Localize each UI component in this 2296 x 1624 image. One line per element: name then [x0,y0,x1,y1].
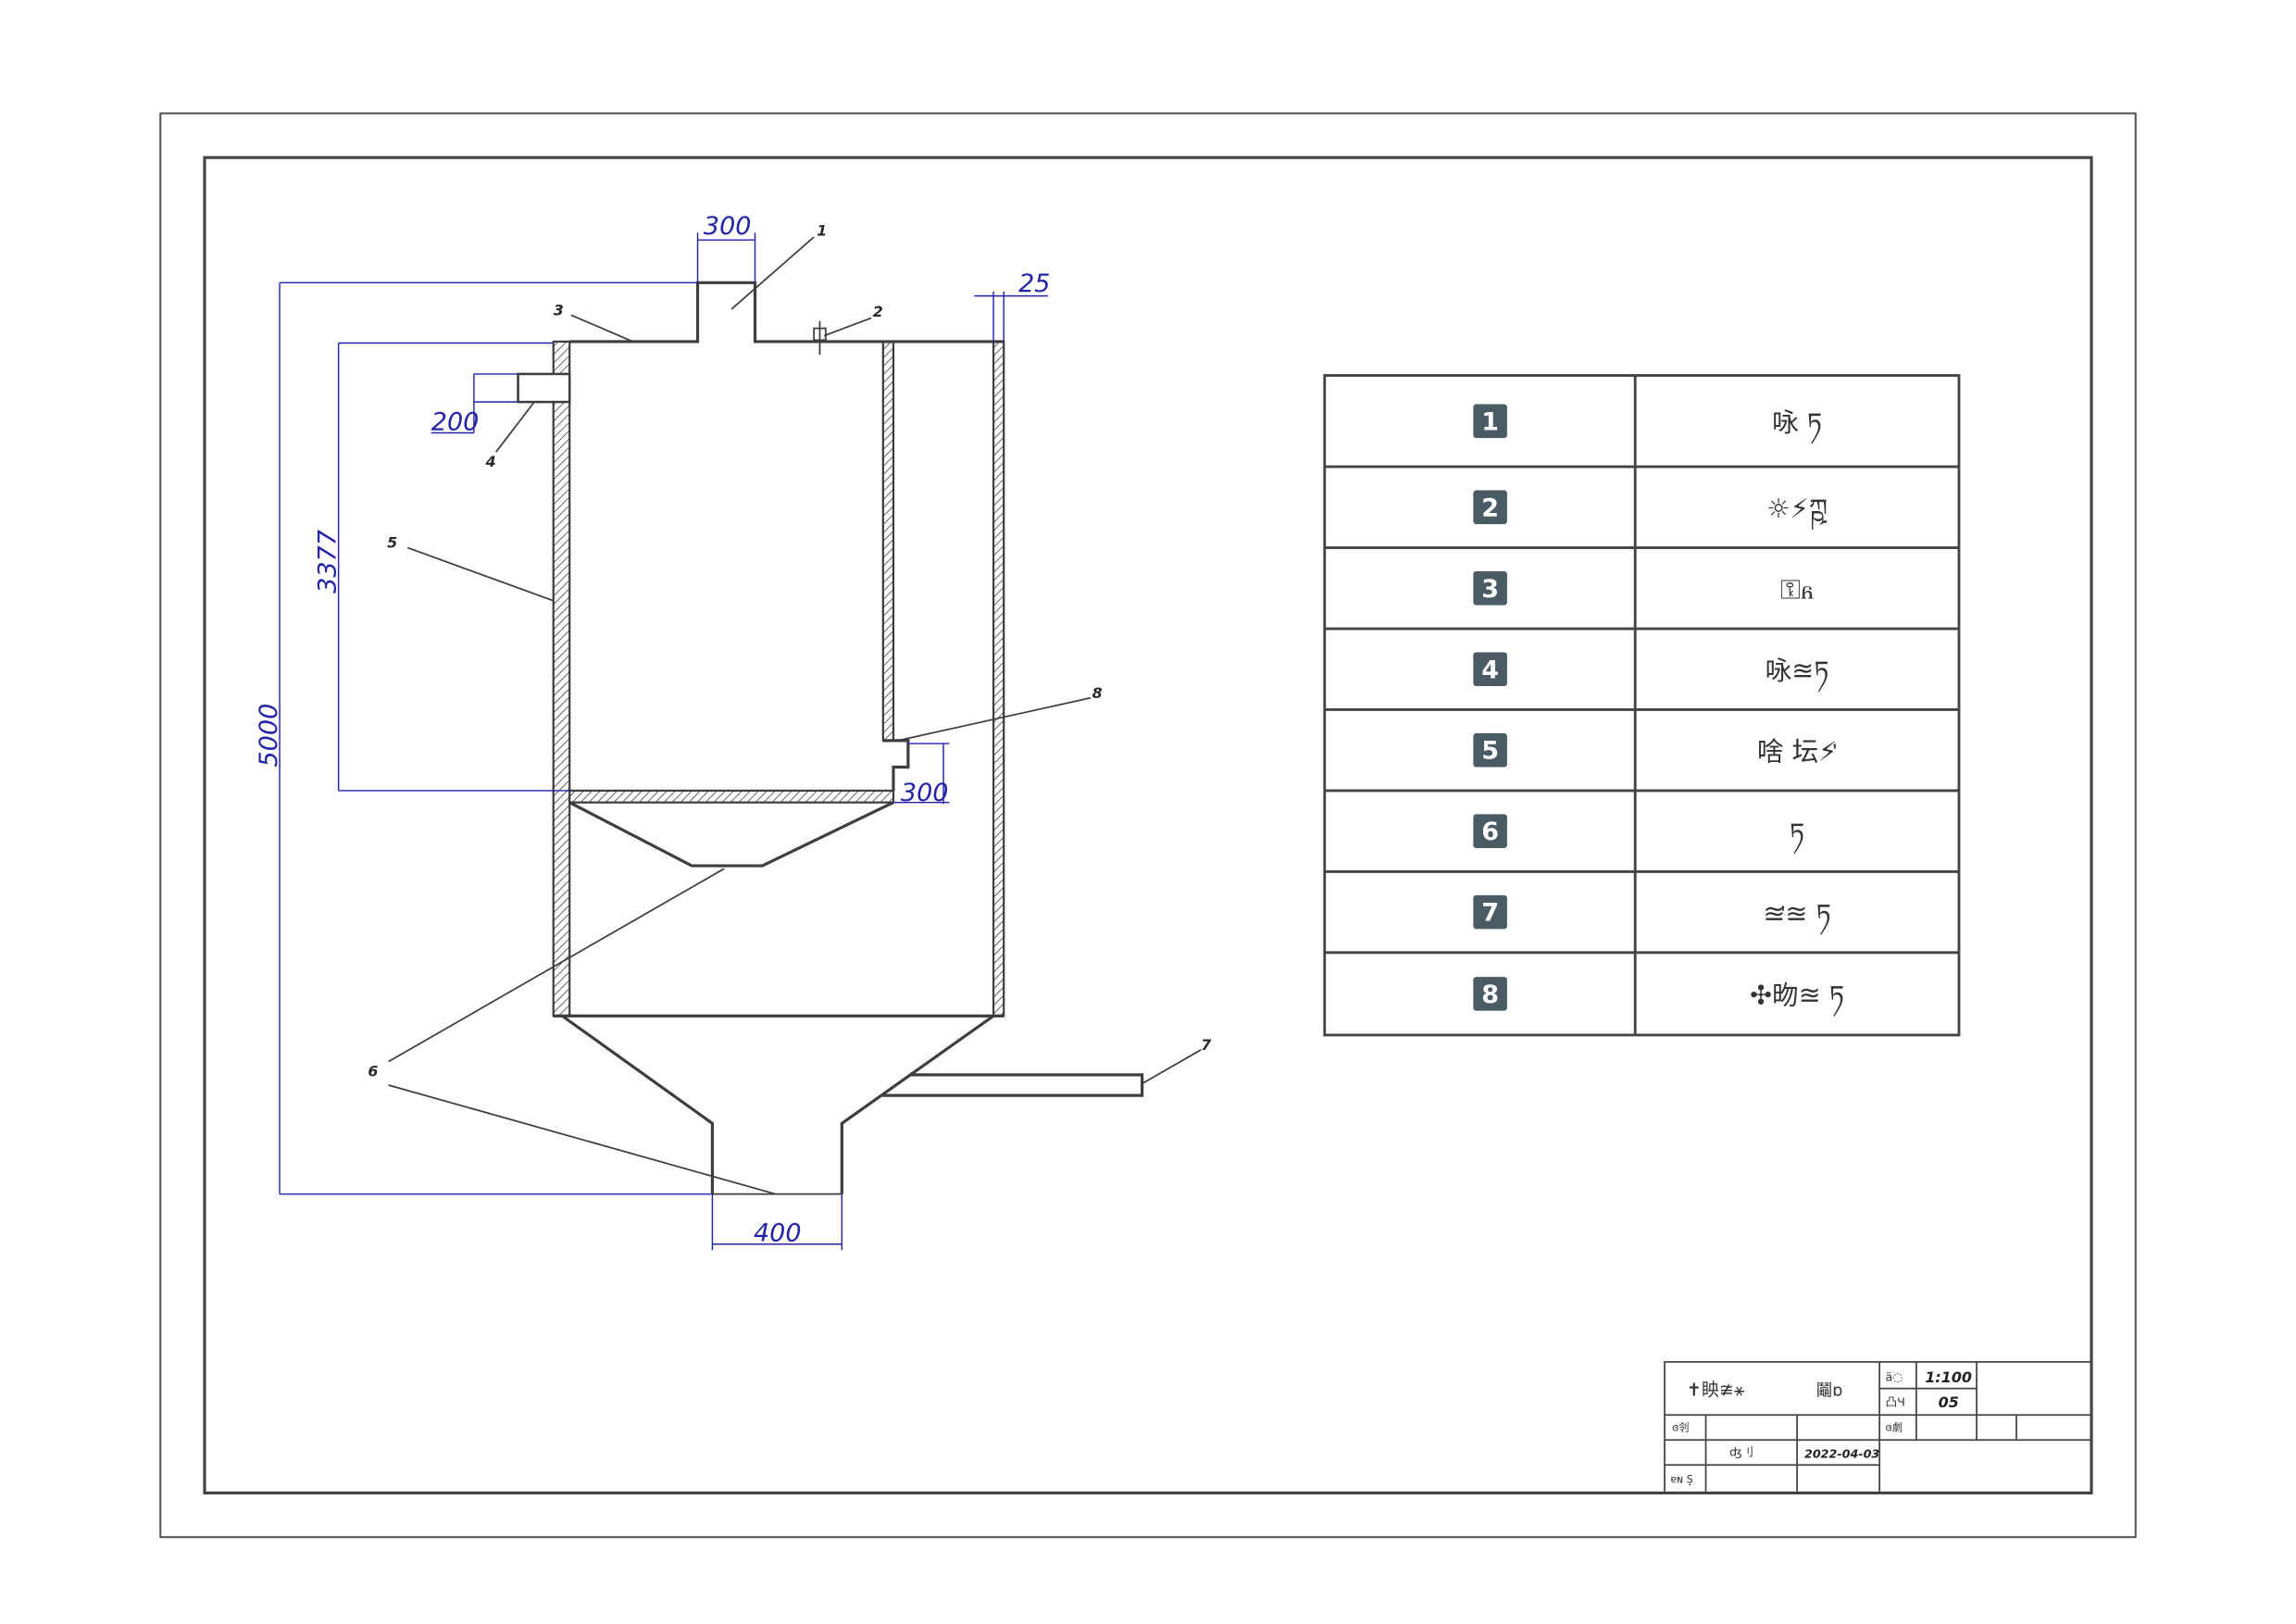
part-label-3: 3 [554,301,564,319]
part-number-badge [1473,652,1507,687]
table-row: 8 ✣昒≊ ཏ [1473,977,1844,1018]
dim-inner-height: 3377 [313,530,342,593]
part-name: 啥 坛⚡ᡃ [1757,735,1837,767]
part-number: 7 [1481,899,1499,928]
dim-side-nozzle: 200 [431,407,480,436]
part-name: 咏 ཏ [1772,406,1822,444]
drawn-label: ɞ刢 [1672,1421,1689,1434]
cone-right [840,1014,994,1194]
part-name: ཏ [1790,817,1804,855]
part-name: ⚿ᏺ [1780,573,1815,605]
part-number-badge [1473,814,1507,848]
parts-table: 1 咏 ཏ 2 ☼⚡ཀྵ 3 ⚿ᏺ 4 咏≊ཏ 5 啥 坛⚡ᡃ 6 ཏ [1323,374,1961,1037]
dimensions: 300 25 200 3377 5000 300 400 [255,212,1050,1251]
part-name: ≊ᡃ≊ ཏ [1763,897,1830,935]
designer-name: ʤ刂 [1729,1445,1753,1459]
inner-funnel [568,801,894,868]
valve-icon [813,320,827,356]
scale-label: ä◌ [1885,1370,1903,1384]
part-number: 8 [1481,981,1499,1009]
part-label-1: 1 [817,221,827,239]
inner-right-wall [881,340,895,742]
part-number: 1 [1481,407,1499,436]
inner-frame [203,156,2093,1495]
part-number-badge [1473,894,1507,930]
title-block: ✝眏≇⚹ 鬮ɒ ä◌ 1:100 凸Ч 05 ɞ刢 ɞ劇 ʤ刂 2022-04-… [1664,1361,2092,1494]
part-label-2: 2 [873,303,883,320]
part-leaders: 1 2 3 4 5 6 7 8 [368,221,1212,1195]
outer-right-wall [992,340,1005,1018]
side-nozzle [517,372,571,404]
part-label-5: 5 [387,534,397,552]
discharge-pipe [881,1073,1144,1097]
dim-total-height: 5000 [255,704,283,768]
check-label: ɞ劇 [1885,1421,1902,1434]
dim-wall-thickness: 25 [1018,269,1050,298]
part-name: ✣昒≊ ཏ [1750,980,1844,1018]
scale-value: 1:100 [1925,1368,1972,1386]
part-label-6: 6 [368,1062,378,1080]
left-wall [552,340,571,1018]
dim-top-nozzle: 300 [704,212,752,241]
part-number-badge [1473,490,1507,525]
table-row: 1 咏 ཏ [1473,404,1822,444]
part-number: 5 [1481,737,1499,766]
part-number-badge [1473,571,1507,606]
table-row: 5 啥 坛⚡ᡃ [1473,732,1837,768]
part-name: ☼⚡ཀྵ [1766,493,1828,531]
part-number: 4 [1481,656,1499,684]
table-row: 2 ☼⚡ཀྵ [1473,490,1828,531]
outer-frame [159,112,2137,1539]
part-label-7: 7 [1201,1036,1212,1054]
part-number: 3 [1481,575,1499,604]
approved-label: ɐɴ Ş [1670,1473,1692,1485]
drawing-date: 2022-04-03 [1804,1446,1879,1460]
count-value: 05 [1939,1393,1959,1411]
dim-lower-nozzle: 300 [901,779,949,807]
count-label: 凸Ч [1885,1395,1904,1409]
drawing-name-suffix: 鬮ɒ [1816,1382,1843,1401]
bottom-plate [568,789,895,804]
vessel-drawing [517,281,1144,1195]
part-label-4: 4 [485,453,496,470]
cone-left [561,1014,715,1194]
table-row: 7 ≊ᡃ≊ ཏ [1473,894,1831,935]
part-number: 6 [1481,818,1499,846]
drawing-name: ✝眏≇⚹ [1687,1380,1745,1401]
part-number-badge [1473,732,1507,768]
table-row: 4 咏≊ཏ [1473,652,1829,693]
part-number-badge [1473,977,1507,1011]
top-plate-with-nozzle [569,281,883,344]
dim-outlet-width: 400 [754,1219,802,1248]
table-row: 3 ⚿ᏺ [1473,571,1815,606]
table-row: 6 ཏ [1473,814,1804,855]
part-label-8: 8 [1092,684,1103,702]
part-name: 咏≊ཏ [1766,655,1829,693]
part-number: 2 [1481,493,1499,522]
part-number-badge [1473,404,1507,439]
